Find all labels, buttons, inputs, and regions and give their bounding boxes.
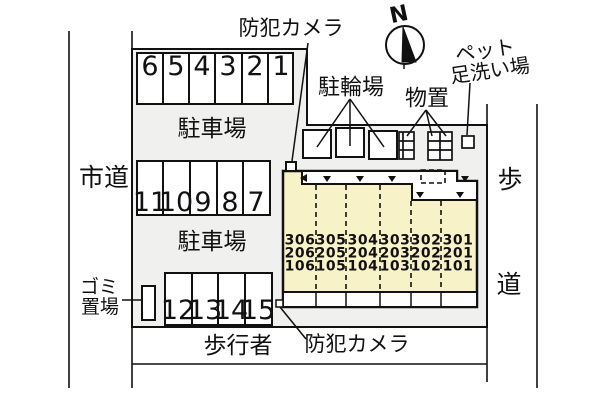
dashed-structure-box (420, 169, 446, 184)
pointer-lines (122, 42, 471, 340)
room-201: 201 (442, 245, 474, 262)
parking-space-2: 2 (246, 50, 264, 82)
garbage-label-line2: 置場 (80, 296, 120, 319)
room-106: 106 (284, 258, 316, 275)
room-202: 202 (410, 245, 442, 262)
parking-space-9: 9 (194, 186, 212, 218)
room-302: 302 (410, 232, 442, 249)
security-camera-top-label: 防犯カメラ (238, 15, 344, 40)
room-204: 204 (347, 245, 379, 262)
parking-space-7: 7 (247, 186, 265, 218)
security-camera-bottom-label: 防犯カメラ (304, 331, 410, 356)
room-301: 301 (442, 232, 474, 249)
parking-row-middle-outline (136, 160, 271, 216)
parking-space-13: 13 (187, 294, 223, 326)
balcony-dividers (315, 292, 442, 307)
storage-sheds (398, 131, 453, 161)
room-101: 101 (442, 258, 474, 275)
camera-bottom-pointer (279, 306, 307, 340)
parking-lot-lower-label: 駐車場 (177, 228, 247, 255)
parking-space-5: 5 (167, 50, 185, 82)
parking-space-15: 15 (240, 294, 276, 326)
security-camera-bottom-icon (275, 299, 284, 308)
room-205: 205 (315, 245, 347, 262)
sidewalk-label-char2: 道 (496, 269, 522, 299)
entrance-markers (300, 174, 469, 198)
room-105: 105 (315, 258, 347, 275)
city-road-label: 市道 (78, 162, 130, 192)
parking-stalls (136, 52, 294, 326)
parking-space-6: 6 (141, 50, 159, 82)
parking-space-14: 14 (213, 294, 249, 326)
room-304: 304 (347, 232, 379, 249)
bicycle-parking-label: 駐輪場 (317, 75, 385, 101)
pet-wash-pointer (466, 82, 471, 136)
sidewalk-label-char1: 歩 (497, 164, 523, 194)
parking-space-12: 12 (160, 294, 196, 326)
room-303: 303 (379, 232, 411, 249)
parking-space-8: 8 (221, 186, 239, 218)
room-306: 306 (284, 232, 316, 249)
room-103: 103 (379, 258, 411, 275)
room-104: 104 (347, 258, 379, 275)
security-camera-top-icon (285, 161, 297, 172)
parking-lot-upper-label: 駐車場 (177, 115, 247, 142)
storage-label: 物置 (404, 86, 450, 112)
room-102: 102 (410, 258, 442, 275)
building-corridor (301, 170, 478, 201)
parking-space-3: 3 (219, 50, 237, 82)
pet-wash-box (461, 135, 475, 149)
parking-space-10: 10 (158, 186, 194, 218)
pedestrian-way-label: 歩行者 (203, 332, 273, 359)
camera-top-pointer (291, 42, 309, 162)
room-305: 305 (315, 232, 347, 249)
unit-dividers-dashed (315, 185, 442, 292)
room-206: 206 (284, 245, 316, 262)
garbage-label-line1: ゴミ (79, 276, 119, 299)
garbage-area-box (141, 285, 156, 321)
room-203: 203 (379, 245, 411, 262)
parking-space-1: 1 (272, 50, 290, 82)
parking-space-4: 4 (193, 50, 211, 82)
compass-north-icon (385, 25, 425, 69)
parking-space-11: 11 (132, 186, 168, 218)
